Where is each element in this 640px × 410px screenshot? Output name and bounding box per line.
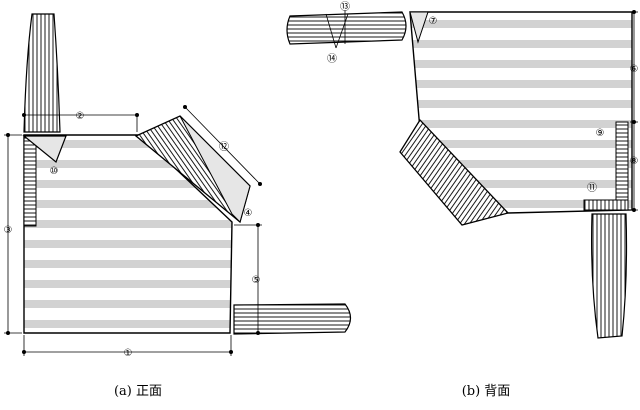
marker-8: ⑧	[630, 156, 639, 167]
marker-10: ⑩	[50, 166, 59, 177]
marker-13: ⑬	[340, 1, 350, 13]
back-right-placket	[615, 121, 629, 209]
front-side-strap	[233, 303, 352, 335]
marker-2: ②	[76, 111, 85, 122]
front-dimension-lines	[4, 106, 262, 356]
caption-front: (a) 正面	[114, 384, 162, 399]
front-view: ① ② ③ ④ ⑤ ⑩ ⑫ (a) 正面	[4, 13, 352, 399]
back-top-strap	[286, 11, 407, 45]
marker-1: ①	[124, 348, 133, 359]
front-left-placket	[23, 137, 37, 227]
front-collar-piece	[22, 135, 67, 163]
marker-6: ⑥	[630, 64, 639, 75]
back-neck-piece	[409, 11, 429, 44]
marker-11: ⑪	[587, 182, 597, 194]
marker-9: ⑨	[596, 128, 605, 139]
marker-14: ⑭	[327, 53, 337, 65]
caption-back: (b) 背面	[462, 384, 511, 399]
back-bottom-strap	[591, 213, 628, 339]
marker-12: ⑫	[219, 141, 229, 153]
front-dimension-dots	[6, 105, 262, 354]
back-bottom-strip	[583, 199, 629, 211]
back-view: ⑥ ⑦ ⑧ ⑨ ⑪ ⑬ ⑭ (b) 背面	[286, 1, 639, 399]
front-shoulder-strap	[23, 13, 61, 133]
marker-5: ⑤	[252, 275, 261, 286]
back-dimension-lines	[325, 10, 638, 211]
marker-4: ④	[244, 208, 253, 219]
marker-7: ⑦	[429, 16, 438, 27]
front-body-panel	[23, 134, 233, 334]
back-sleeve	[399, 118, 510, 226]
back-body-panel	[409, 11, 633, 214]
front-sleeve-cuff	[179, 115, 251, 223]
marker-3: ③	[4, 225, 13, 236]
back-dimension-dots	[632, 10, 636, 212]
